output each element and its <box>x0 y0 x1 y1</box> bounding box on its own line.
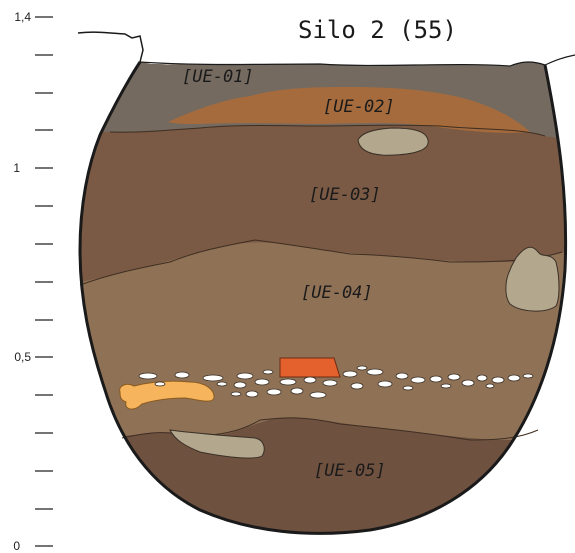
label-ue05: [UE-05] <box>314 461 386 481</box>
pebble <box>174 371 190 379</box>
pit-outline <box>78 61 568 535</box>
scale-label-1: 1 <box>13 161 20 175</box>
brick-fragment <box>279 357 341 378</box>
boundary-ue01-ue03 <box>109 124 546 137</box>
boundary-ue03-ue04 <box>79 239 563 286</box>
pebble <box>202 374 224 382</box>
pebble <box>377 380 393 388</box>
bone-fragment <box>119 380 215 410</box>
pebble <box>245 390 259 398</box>
depth-scale: 1,4 1 0,5 0 <box>13 10 53 553</box>
stone-upper <box>357 127 429 156</box>
label-ue04: [UE-04] <box>301 283 373 303</box>
pebble <box>366 368 384 376</box>
label-ue01: [UE-01] <box>182 67 254 87</box>
pebble <box>440 383 452 389</box>
pebble <box>236 372 254 380</box>
ground-surface-right <box>544 54 575 66</box>
pebble <box>309 391 327 399</box>
pebble <box>410 376 426 384</box>
pebble <box>507 374 521 382</box>
pebble <box>485 383 495 389</box>
ground-surface-left <box>77 31 144 63</box>
pebble <box>476 374 488 382</box>
diagram-title: Silo 2 (55) <box>298 16 457 44</box>
label-ue03: [UE-03] <box>309 185 381 205</box>
stone-lower <box>169 429 265 459</box>
scale-label-0-5: 0,5 <box>14 350 31 364</box>
pebble <box>262 369 274 375</box>
stone-right <box>505 246 560 312</box>
pebble <box>491 376 505 384</box>
pebble <box>254 378 270 386</box>
pebble <box>356 365 368 371</box>
pebble <box>233 381 247 389</box>
pebble <box>303 376 317 384</box>
pebble <box>429 375 443 383</box>
stratigraphy <box>80 62 566 534</box>
pebble <box>395 372 409 380</box>
pebble <box>322 379 338 387</box>
scale-label-0: 0 <box>13 539 20 553</box>
pebble-band <box>138 365 534 399</box>
pit-top-edge <box>139 61 546 67</box>
pebble <box>154 381 166 387</box>
pebble <box>279 378 297 386</box>
pebble <box>266 388 282 396</box>
pebble <box>522 373 534 379</box>
pebble <box>216 381 228 387</box>
pebble <box>138 372 158 380</box>
label-ue02: [UE-02] <box>323 97 395 117</box>
pebble <box>342 370 358 378</box>
pebble <box>290 387 304 395</box>
pebble <box>350 382 364 390</box>
scale-label-1-4: 1,4 <box>14 10 31 24</box>
pebble <box>402 385 414 391</box>
pebble <box>447 373 461 381</box>
pebble <box>461 379 475 387</box>
pebble <box>230 391 242 397</box>
layer-ue02 <box>168 87 530 133</box>
